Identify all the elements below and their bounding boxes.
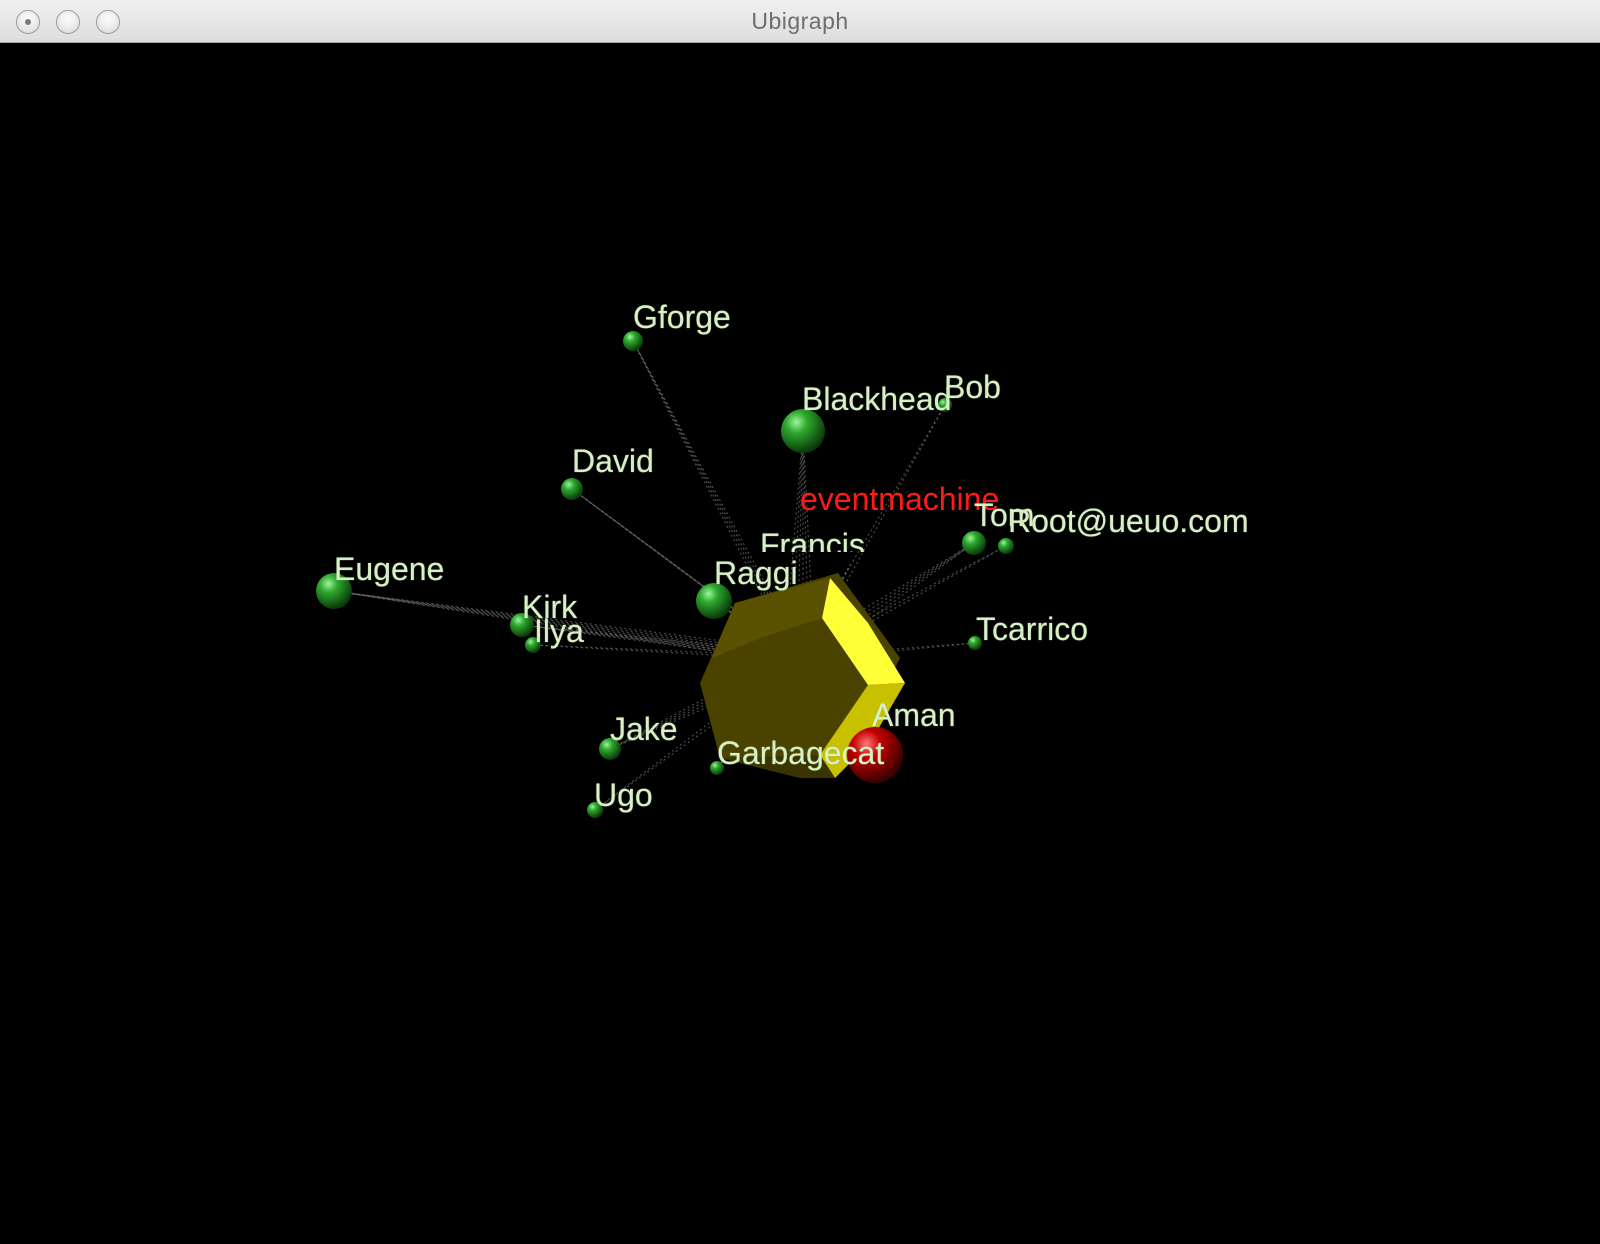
- node-sphere-aman[interactable]: [847, 727, 903, 783]
- close-icon: [25, 19, 31, 25]
- edge-eugene: [333, 590, 786, 650]
- node-label-jake[interactable]: Jake: [610, 711, 678, 747]
- edge-root: [802, 545, 1007, 661]
- edge-gforge: [632, 340, 798, 657]
- edge-blackhead: [802, 430, 816, 668]
- hub-label[interactable]: eventmachine: [800, 481, 1000, 517]
- edge-ugo: [594, 655, 798, 811]
- node-label-raggi[interactable]: Raggi: [714, 555, 798, 591]
- edge-david: [571, 488, 810, 664]
- edge-bob: [802, 404, 946, 661]
- node-label-gforge[interactable]: Gforge: [633, 299, 731, 335]
- edge-bob: [796, 404, 946, 657]
- edge-eugene: [333, 590, 792, 654]
- window-title: Ubigraph: [751, 8, 849, 34]
- node-label-francis[interactable]: Francis: [760, 527, 865, 563]
- node-sphere-bob[interactable]: [938, 398, 952, 412]
- graph-svg[interactable]: [0, 43, 1600, 1244]
- graph-canvas[interactable]: eventmachine Gforge Blackhead Bob David …: [0, 43, 1600, 1244]
- node-label-blackhead[interactable]: Blackhead: [802, 381, 952, 417]
- node-sphere-root[interactable]: [998, 538, 1014, 554]
- edge-root: [796, 545, 1007, 657]
- node-sphere-ilya[interactable]: [525, 637, 541, 653]
- edge-tom: [808, 542, 975, 664]
- edge-gforge: [632, 340, 792, 653]
- node-sphere-tom[interactable]: [962, 531, 986, 555]
- node-label-ugo[interactable]: Ugo: [594, 777, 653, 813]
- node-sphere-david[interactable]: [561, 478, 583, 500]
- sphere-layer[interactable]: [316, 331, 1014, 818]
- edge-kirk: [521, 624, 804, 661]
- node-sphere-raggi[interactable]: [696, 583, 732, 619]
- edge-kirk: [521, 624, 810, 664]
- node-sphere-blackhead[interactable]: [781, 409, 825, 453]
- node-label-bob[interactable]: Bob: [944, 369, 1001, 405]
- node-sphere-ugo[interactable]: [587, 802, 603, 818]
- node-sphere-tcarrico[interactable]: [968, 636, 982, 650]
- node-label-eugene[interactable]: Eugene: [334, 551, 445, 587]
- node-sphere-gforge[interactable]: [623, 331, 643, 351]
- node-label-tom[interactable]: Tom: [974, 497, 1035, 533]
- node-label-david[interactable]: David: [572, 443, 654, 479]
- zoom-button[interactable]: [96, 10, 120, 34]
- node-label-garbagecat[interactable]: Garbagecat: [717, 735, 885, 771]
- node-label-root[interactable]: Root@ueuo.com: [1008, 503, 1249, 539]
- title-bar[interactable]: Ubigraph: [0, 0, 1600, 43]
- edge-jake: [609, 652, 792, 750]
- node-label-tcarrico[interactable]: Tcarrico: [976, 611, 1089, 647]
- edge-blackhead: [802, 430, 810, 664]
- close-button[interactable]: [16, 10, 40, 34]
- node-label-kirk[interactable]: Kirk: [522, 589, 578, 625]
- hub-node-shape[interactable]: [700, 573, 905, 778]
- node-label-aman[interactable]: Aman: [872, 697, 956, 733]
- node-sphere-garbagecat[interactable]: [710, 761, 724, 775]
- minimize-button[interactable]: [56, 10, 80, 34]
- node-sphere-jake[interactable]: [599, 738, 621, 760]
- node-label-ilya[interactable]: Ilya: [534, 613, 584, 649]
- node-sphere-kirk[interactable]: [510, 613, 534, 637]
- node-sphere-eugene[interactable]: [316, 573, 352, 609]
